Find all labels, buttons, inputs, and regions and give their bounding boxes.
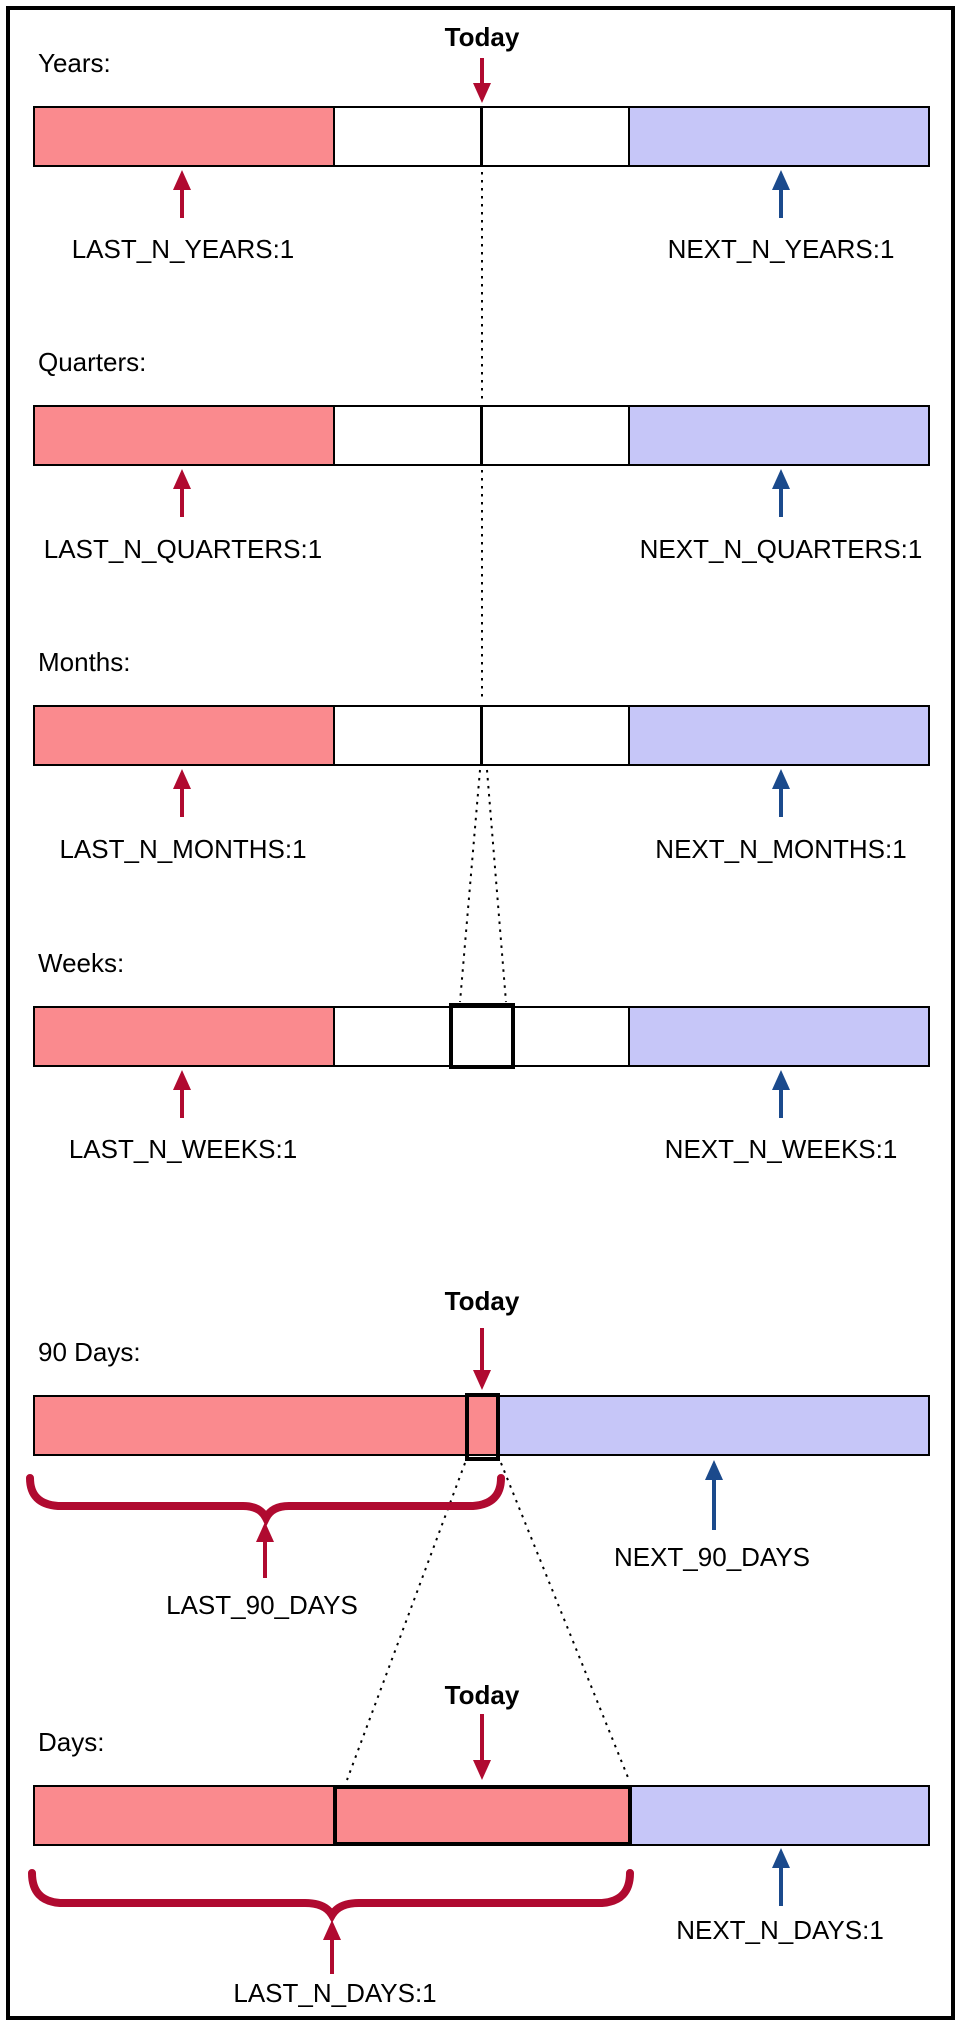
today-label-days: Today [444, 1680, 520, 1710]
past-segment [35, 108, 335, 165]
last-arrow-icon [323, 1920, 341, 1974]
next-arrow-icon [772, 469, 790, 517]
last-arrow-icon [173, 469, 191, 517]
next-label: NEXT_N_WEEKS:1 [664, 1134, 898, 1164]
future-segment [632, 1787, 928, 1844]
today-box [465, 1393, 500, 1461]
next-label: NEXT_N_YEARS:1 [667, 234, 895, 264]
last-arrow-icon [173, 170, 191, 218]
next-arrow-icon [772, 1070, 790, 1118]
section-label: Weeks: [38, 948, 125, 978]
next-label: NEXT_N_MONTHS:1 [655, 834, 907, 864]
next-arrow-icon [772, 1848, 790, 1906]
timeline-bar [33, 1006, 930, 1067]
last-label: LAST_90_DAYS [166, 1590, 358, 1620]
next-arrow-icon [705, 1460, 723, 1530]
future-segment [628, 407, 928, 464]
future-segment [628, 707, 928, 764]
next-label: NEXT_90_DAYS [613, 1542, 811, 1572]
today-label-top: Today [444, 22, 520, 52]
timeline-bar [33, 705, 930, 766]
last-arrow-icon [173, 769, 191, 817]
last-label: LAST_N_QUARTERS:1 [43, 534, 323, 564]
diagram-frame [6, 6, 955, 2020]
today-label-90days: Today [444, 1286, 520, 1316]
past-segment [35, 707, 335, 764]
past-segment [35, 1397, 498, 1454]
last-label: LAST_N_MONTHS:1 [59, 834, 307, 864]
current-week-box [449, 1003, 515, 1069]
future-segment [628, 108, 928, 165]
section-label: Years: [38, 48, 111, 78]
last-label: LAST_N_WEEKS:1 [68, 1134, 298, 1164]
section-label: 90 Days: [38, 1337, 141, 1367]
today-arrow-icon [473, 1328, 491, 1390]
today-tick [480, 707, 483, 764]
last-day-box [333, 1785, 632, 1846]
next-arrow-icon [772, 769, 790, 817]
today-arrow-icon [473, 58, 491, 103]
today-arrow-icon [473, 1714, 491, 1780]
today-tick [480, 108, 483, 165]
future-segment [628, 1008, 928, 1065]
section-label: Days: [38, 1727, 105, 1757]
past-segment [35, 407, 335, 464]
section-label: Quarters: [38, 347, 147, 377]
last-arrow-icon [173, 1070, 191, 1118]
last-arrow-icon [256, 1522, 274, 1578]
next-label: NEXT_N_DAYS:1 [676, 1915, 884, 1945]
section-label: Months: [38, 647, 131, 677]
last-label: LAST_N_DAYS:1 [233, 1978, 437, 2008]
today-tick [480, 407, 483, 464]
next-arrow-icon [772, 170, 790, 218]
timeline-bar [33, 405, 930, 466]
past-segment [35, 1008, 335, 1065]
timeline-bar [33, 106, 930, 167]
next-label: NEXT_N_QUARTERS:1 [639, 534, 923, 564]
timeline-bar [33, 1395, 930, 1456]
future-segment [498, 1397, 928, 1454]
last-label: LAST_N_YEARS:1 [71, 234, 295, 264]
